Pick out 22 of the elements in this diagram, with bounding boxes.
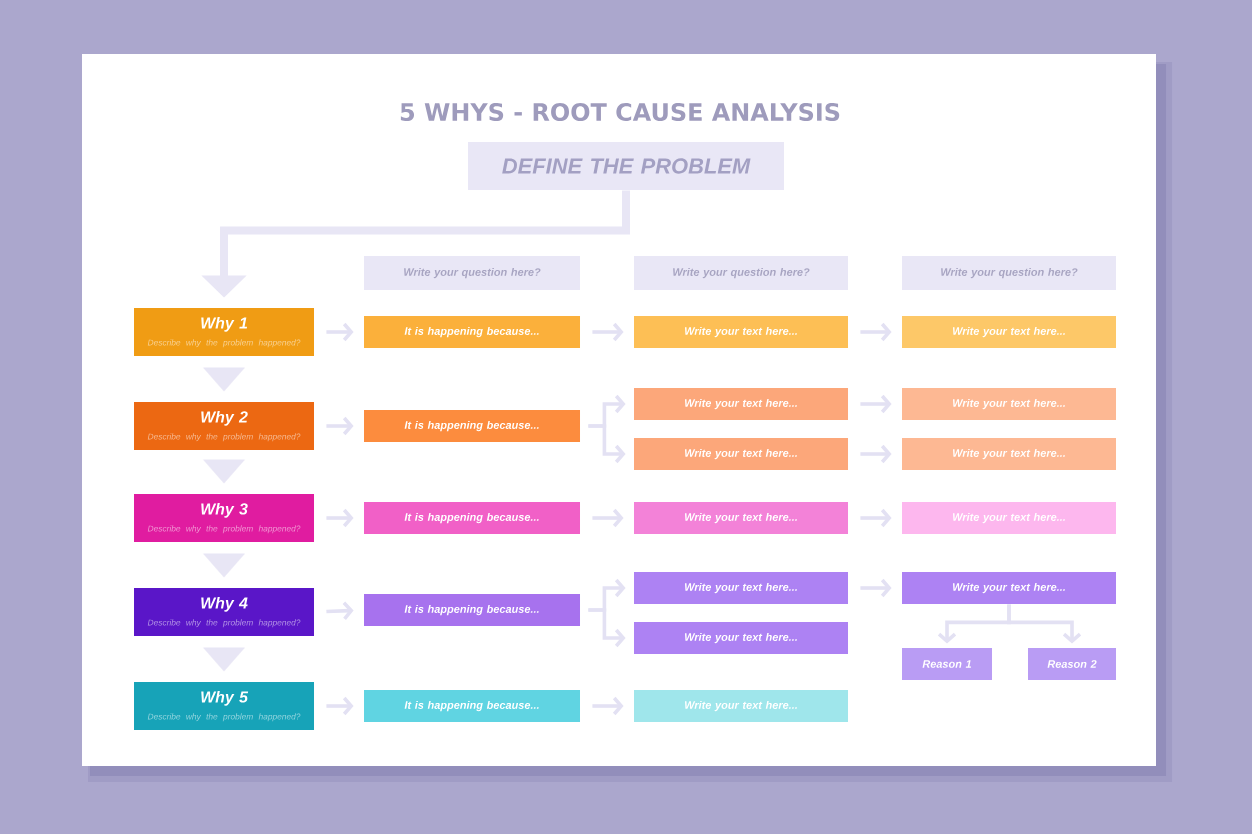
- arrow: [326, 416, 354, 436]
- arrow: [1007, 604, 1082, 644]
- problem-box: DEFINE THE PROBLEM: [468, 142, 784, 190]
- arrow: [860, 322, 892, 342]
- arrow: [326, 696, 354, 716]
- down-arrow: [203, 367, 245, 392]
- arrow: [326, 508, 354, 528]
- arrow: [326, 322, 354, 342]
- arrow: [592, 696, 624, 716]
- arrow: [588, 424, 626, 464]
- arrow: [860, 578, 892, 598]
- down-arrow: [203, 647, 245, 672]
- arrow: [860, 508, 892, 528]
- arrow: [860, 444, 892, 464]
- title: 5 WHYS - ROOT CAUSE ANALYSIS: [400, 102, 840, 122]
- arrow: [592, 508, 624, 528]
- arrow: [326, 601, 354, 620]
- arrow: [588, 608, 626, 648]
- arrow: [592, 322, 624, 342]
- down-arrow: [203, 459, 245, 484]
- arrow: [860, 394, 892, 414]
- down-arrow: [203, 553, 245, 578]
